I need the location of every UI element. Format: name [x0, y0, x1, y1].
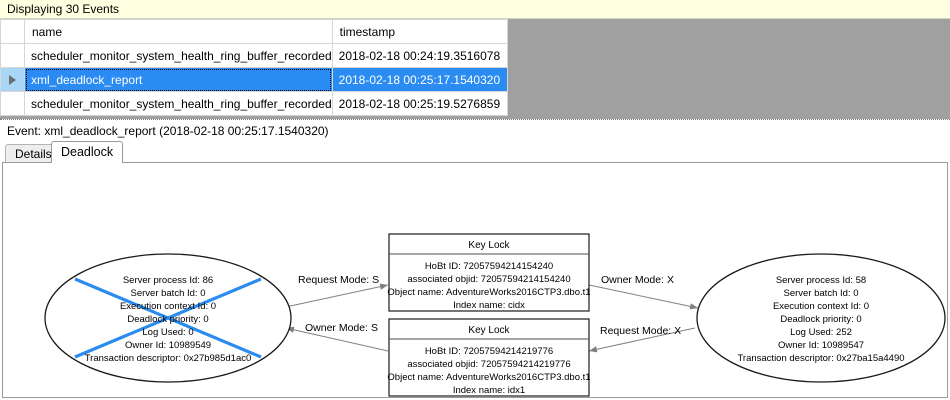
process-left-line-5: Owner Id: 10989549: [125, 340, 211, 351]
event-detail-header: Event: xml_deadlock_report (2018-02-18 0…: [0, 119, 950, 142]
row-selector-cell[interactable]: [0, 43, 25, 68]
events-grid[interactable]: name timestamp scheduler_monitor_system_…: [0, 19, 950, 119]
column-header-name[interactable]: name: [24, 19, 333, 44]
victim-cross-icon: [74, 277, 262, 359]
resource-bottom-title: Key Lock: [468, 325, 510, 336]
process-right-line-6: Transaction descriptor: 0x27ba15a4490: [737, 353, 904, 364]
row-selector-cell[interactable]: [0, 67, 25, 92]
process-node-left[interactable]: Server process Id: 86 Server batch Id: 0…: [44, 253, 292, 383]
cell-name[interactable]: xml_deadlock_report: [24, 67, 333, 92]
process-left-line-6: Transaction descriptor: 0x27b985d1ac0: [85, 353, 252, 364]
process-right-line-4: Log Used: 252: [790, 327, 852, 338]
table-row[interactable]: scheduler_monitor_system_health_ring_buf…: [0, 91, 508, 116]
column-header-selector: [0, 19, 25, 44]
events-count-label: Displaying 30 Events: [7, 2, 120, 16]
edge-label-right-request: Request Mode: X: [600, 325, 681, 337]
resource-bottom-line-1: associated objid: 72057594214219776: [407, 359, 570, 370]
resource-bottom-line-0: HoBt ID: 72057594214219776: [425, 346, 553, 357]
table-row[interactable]: scheduler_monitor_system_health_ring_buf…: [0, 43, 508, 68]
tab-deadlock[interactable]: Deadlock: [51, 141, 124, 163]
cell-timestamp[interactable]: 2018-02-18 00:24:19.3516078: [331, 43, 508, 68]
edge-label-left-request: Request Mode: S: [298, 274, 379, 286]
events-banner: Displaying 30 Events: [0, 0, 950, 19]
resource-top-line-0: HoBt ID: 72057594214154240: [425, 261, 553, 272]
deadlock-graph-canvas[interactable]: Request Mode: S Owner Mode: X Owner Mode…: [2, 162, 948, 398]
process-right-line-2: Execution context Id: 0: [773, 301, 869, 312]
edge-label-left-owner: Owner Mode: S: [305, 322, 378, 334]
resource-top-line-3: Index name: cidx: [453, 300, 525, 311]
process-left-line-4: Log Used: 0: [142, 327, 193, 338]
process-left-line-2: Execution context Id: 0: [120, 301, 216, 312]
resource-top-title: Key Lock: [468, 240, 510, 251]
edge-left-request[interactable]: Request Mode: S: [280, 274, 389, 309]
process-left-line-3: Deadlock priority: 0: [127, 314, 208, 325]
cell-timestamp[interactable]: 2018-02-18 00:25:19.5276859: [331, 91, 508, 116]
process-right-line-1: Server batch Id: 0: [784, 288, 859, 299]
resource-bottom-line-2: Object name: AdventureWorks2016CTP3.dbo.…: [387, 372, 590, 383]
edge-label-right-owner: Owner Mode: X: [601, 274, 674, 286]
resource-bottom-line-3: Index name: idx1: [453, 385, 525, 396]
process-node-right[interactable]: Server process Id: 58 Server batch Id: 0…: [696, 253, 946, 383]
cell-name[interactable]: scheduler_monitor_system_health_ring_buf…: [24, 91, 333, 116]
events-table: name timestamp scheduler_monitor_system_…: [0, 19, 508, 116]
cell-name[interactable]: scheduler_monitor_system_health_ring_buf…: [24, 43, 333, 68]
current-row-arrow-icon: [9, 74, 16, 85]
row-selector-cell[interactable]: [0, 91, 25, 116]
process-left-line-0: Server process Id: 86: [123, 275, 213, 286]
edge-left-owner[interactable]: Owner Mode: S: [285, 322, 389, 352]
resource-node-bottom-key-lock[interactable]: Key Lock HoBt ID: 72057594214219776 asso…: [387, 318, 591, 397]
cell-timestamp[interactable]: 2018-02-18 00:25:17.1540320: [331, 67, 508, 92]
table-header-row: name timestamp: [0, 19, 508, 44]
detail-tabstrip: Details Deadlock: [0, 141, 950, 163]
edge-right-owner[interactable]: Owner Mode: X: [588, 274, 699, 310]
process-right-line-3: Deadlock priority: 0: [780, 314, 861, 325]
column-header-timestamp[interactable]: timestamp: [331, 19, 508, 44]
table-row-selected[interactable]: xml_deadlock_report 2018-02-18 00:25:17.…: [0, 67, 508, 92]
event-title-label: Event: xml_deadlock_report (2018-02-18 0…: [7, 124, 329, 138]
process-right-line-5: Owner Id: 10989547: [778, 340, 864, 351]
edge-right-request[interactable]: Request Mode: X: [588, 325, 696, 353]
resource-top-line-2: Object name: AdventureWorks2016CTP3.dbo.…: [387, 287, 590, 298]
process-right-line-0: Server process Id: 58: [776, 275, 866, 286]
resource-top-line-1: associated objid: 72057594214154240: [407, 274, 570, 285]
process-left-line-1: Server batch Id: 0: [131, 288, 206, 299]
resource-node-top-key-lock[interactable]: Key Lock HoBt ID: 72057594214154240 asso…: [387, 233, 591, 312]
